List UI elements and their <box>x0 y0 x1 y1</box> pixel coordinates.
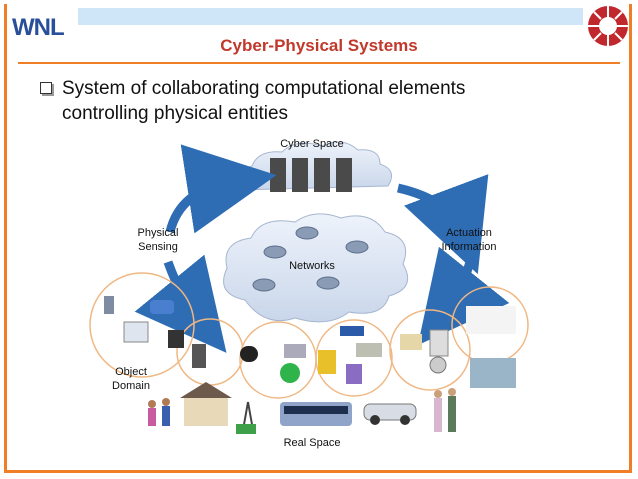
transit-icon <box>280 402 352 426</box>
mouse-icon <box>150 300 174 314</box>
actuation-label: Actuation <box>446 227 492 239</box>
wnl-logo: WNL <box>12 14 65 42</box>
logo-text: WNL <box>12 14 65 41</box>
title-divider <box>18 62 620 64</box>
networks-cloud <box>223 213 409 323</box>
bullet-line-2: controlling physical entities <box>62 103 289 124</box>
building-icon <box>470 358 516 388</box>
scale-icon <box>123 321 149 343</box>
router-device-icon <box>340 326 364 336</box>
appliance-icon <box>318 350 336 374</box>
cyber-space-label: Cyber Space <box>280 138 344 150</box>
sensor-grid-icon <box>466 306 516 334</box>
networks-label: Networks <box>289 260 335 272</box>
gauge-icon <box>429 356 447 374</box>
sensing-arrow <box>134 254 227 353</box>
router-icon <box>263 245 287 259</box>
webcam-icon <box>240 346 258 362</box>
family-icon <box>148 398 170 426</box>
right-arrow <box>396 174 489 275</box>
control-panel-icon <box>400 334 422 350</box>
elderly-couple-icon <box>434 388 456 432</box>
domain-label: Domain <box>112 380 150 392</box>
university-seal-icon <box>588 6 628 46</box>
meter-icon <box>429 329 449 357</box>
house-icon <box>180 382 232 426</box>
header-band <box>78 8 583 25</box>
actuation-arrow <box>417 246 510 346</box>
bullet-line-1: System of collaborating computational el… <box>62 78 466 99</box>
console-icon <box>356 343 382 357</box>
router-icon <box>316 276 340 290</box>
real-space-icons <box>148 382 456 434</box>
information-label: Information <box>441 241 496 253</box>
router-icon <box>295 226 319 240</box>
object-label: Object <box>115 366 147 378</box>
handheld-icon <box>192 344 206 368</box>
card-reader-icon <box>284 344 306 358</box>
bullet-checkbox-icon <box>40 82 52 94</box>
washer-icon <box>346 364 362 384</box>
physical-label: Physical <box>138 227 179 239</box>
slide-title: Cyber-Physical Systems <box>220 36 418 55</box>
up-arrow <box>165 144 277 234</box>
router-icon <box>345 240 369 254</box>
grass-icon <box>236 424 256 434</box>
car-icon <box>363 403 417 425</box>
sensing-label: Sensing <box>138 241 178 253</box>
device-icons <box>104 296 516 388</box>
bullet-text: System of collaborating computational el… <box>62 76 602 126</box>
lock-icon <box>280 363 300 383</box>
real-space-label: Real Space <box>284 437 341 449</box>
slide-frame <box>4 4 632 473</box>
pda-icon <box>168 330 184 348</box>
router-icon <box>252 278 276 292</box>
phone-icon <box>104 296 114 314</box>
